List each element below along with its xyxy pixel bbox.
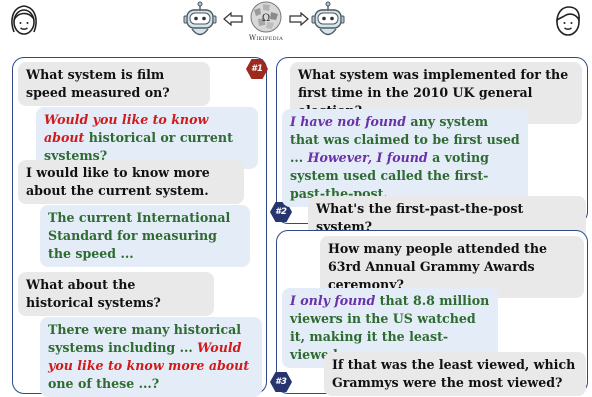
hedge-highlight: I have not found <box>290 114 407 129</box>
hedge-highlight: However, I found <box>307 150 428 165</box>
arrow-right-icon <box>289 12 309 26</box>
answer-text: historical or current systems? <box>44 130 233 163</box>
svg-text:Ω: Ω <box>262 13 270 24</box>
answer-text: There were many historical systems inclu… <box>48 322 242 355</box>
answer-text: any system that was claimed to be first … <box>290 114 520 165</box>
user-question-2: I would like to know more about the curr… <box>18 160 244 204</box>
user-question-2: If that was the least viewed, which Gram… <box>324 352 586 396</box>
person-male-icon <box>556 6 580 36</box>
hedge-highlight: I only found <box>290 293 376 308</box>
bot-answer-1: I have not found any system that was cla… <box>282 109 528 207</box>
clarifying-highlight: Would you like to know about <box>44 112 209 145</box>
question-text: If that was the least viewed, which Gram… <box>332 357 576 390</box>
panel-2-tag: #2 <box>270 202 292 222</box>
question-text: I would like to know more about the curr… <box>26 165 210 198</box>
question-text: What system is film speed measured on? <box>26 67 170 100</box>
wikipedia-globe-icon: Ω <box>250 1 282 33</box>
user-question-1: What system is film speed measured on? <box>18 62 210 106</box>
answer-text: The current International Standard for m… <box>48 210 231 261</box>
answer-text: that 8.8 million viewers in the US watch… <box>290 293 490 362</box>
question-text: What about the historical systems? <box>26 277 161 310</box>
arrow-left-icon <box>223 12 243 26</box>
bot-answer-3: There were many historical systems inclu… <box>40 317 262 397</box>
panel-3-tag: #3 <box>270 372 292 392</box>
user-question-3: What about the historical systems? <box>18 272 214 316</box>
answer-text: one of these ...? <box>48 376 160 391</box>
robot-icon <box>311 1 345 36</box>
bot-answer-1: Would you like to know about historical … <box>36 107 258 169</box>
wikipedia-label: Wikipedia <box>248 34 284 42</box>
bot-answer-2: The current International Standard for m… <box>40 205 250 267</box>
robot-icon <box>183 1 217 36</box>
panel-1-tag: #1 <box>246 59 268 79</box>
person-female-icon <box>11 5 37 35</box>
clarifying-highlight: Would you like to know more about <box>48 340 250 373</box>
question-text: How many people attended the 63rd Annual… <box>328 241 548 292</box>
